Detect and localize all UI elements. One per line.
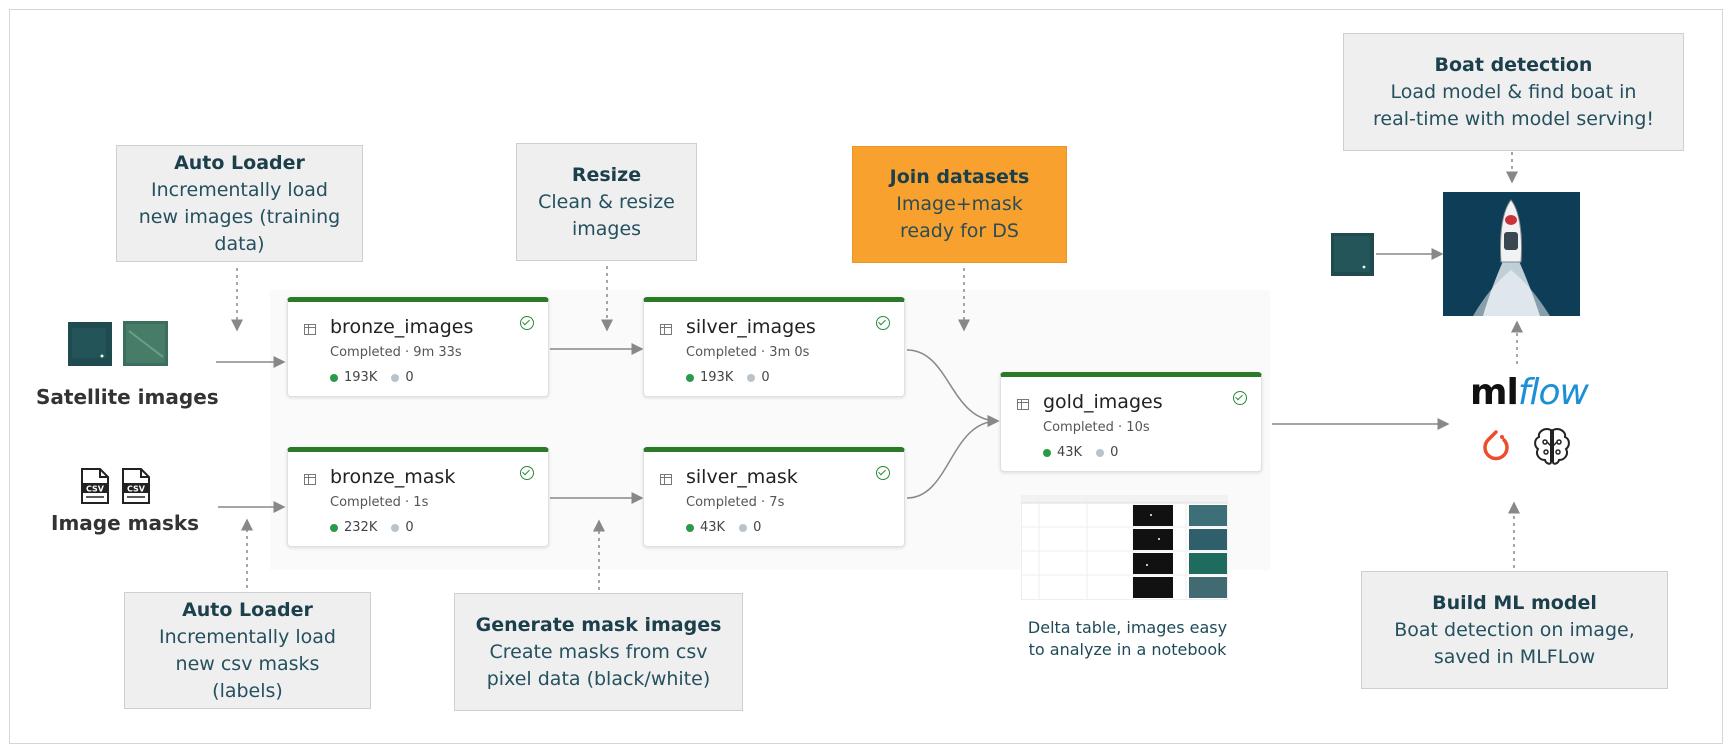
table-icon	[660, 324, 672, 335]
dropped-count: 0	[405, 370, 414, 385]
note-auto-loader-images: Auto Loader Incrementally load new image…	[116, 145, 363, 262]
note-build-ml-model: Build ML model Boat detection on image, …	[1361, 571, 1668, 689]
image-masks-label: Image masks	[51, 511, 200, 535]
check-circle-icon	[520, 316, 534, 330]
check-circle-icon	[520, 466, 534, 480]
rows-dot-icon	[330, 523, 338, 532]
arrow-silver-mask-to-gold	[906, 415, 1000, 499]
note-resize: Resize Clean & resize images	[516, 143, 697, 261]
table-stats: 43K 0	[1043, 445, 1118, 460]
svg-text:CSV: CSV	[86, 485, 105, 494]
rows-dot-icon	[686, 523, 694, 532]
table-stats: 193K 0	[330, 370, 414, 385]
rows-dot-icon	[330, 373, 338, 382]
note-title: Boat detection	[1434, 53, 1593, 76]
rows-count: 232K	[344, 520, 378, 535]
note-join-datasets: Join datasets Image+mask ready for DS	[852, 146, 1067, 263]
table-icon	[304, 474, 316, 485]
small-satellite-image	[1331, 233, 1374, 276]
dropped-count: 0	[761, 370, 770, 385]
satellite-thumbnail-2	[123, 321, 168, 366]
table-card-bronze-mask[interactable]: bronze_mask Completed · 1s 232K 0	[287, 447, 549, 547]
table-name: bronze_mask	[330, 466, 456, 488]
dropped-count: 0	[1110, 445, 1119, 460]
note-auto-loader-masks: Auto Loader Incrementally load new csv m…	[124, 592, 371, 709]
table-stats: 232K 0	[330, 520, 414, 535]
table-name: bronze_images	[330, 316, 474, 338]
table-status: Completed · 7s	[686, 495, 785, 510]
note-title: Generate mask images	[475, 613, 722, 636]
rows-dot-icon	[686, 373, 694, 382]
table-card-bronze-images[interactable]: bronze_images Completed · 9m 33s 193K 0	[287, 297, 549, 397]
satellite-images-label: Satellite images	[36, 385, 219, 409]
dropped-dot-icon	[391, 523, 400, 532]
note-title: Auto Loader	[174, 151, 305, 174]
brain-icon	[1534, 428, 1570, 465]
table-status: Completed · 10s	[1043, 420, 1150, 435]
mlflow-logo: mlflow	[1470, 372, 1589, 413]
note-title: Join datasets	[889, 166, 1030, 188]
table-name: silver_images	[686, 316, 816, 338]
table-name: silver_mask	[686, 466, 798, 488]
rows-count: 43K	[700, 520, 726, 535]
csv-file-icon: CSV	[121, 468, 151, 504]
mlflow-logo-ml: ml	[1470, 372, 1519, 413]
dropped-dot-icon	[739, 523, 748, 532]
delta-table-caption: Delta table, images easy to analyze in a…	[1027, 618, 1228, 659]
rows-count: 193K	[700, 370, 734, 385]
check-circle-icon	[876, 316, 890, 330]
table-status: Completed · 9m 33s	[330, 345, 462, 360]
note-body: Create masks from csv pixel data (black/…	[486, 640, 711, 690]
check-circle-icon	[876, 466, 890, 480]
rows-count: 43K	[1057, 445, 1083, 460]
note-title: Resize	[571, 163, 642, 186]
dropped-dot-icon	[391, 373, 400, 382]
note-body-line1: Load model & find boat in	[1390, 80, 1637, 103]
note-body: Incrementally load new images (training …	[138, 178, 341, 255]
satellite-thumbnail-1	[68, 322, 112, 366]
dropped-count: 0	[405, 520, 414, 535]
table-stats: 43K 0	[686, 520, 761, 535]
note-title: Build ML model	[1432, 591, 1597, 614]
table-status: Completed · 1s	[330, 495, 429, 510]
table-card-silver-images[interactable]: silver_images Completed · 3m 0s 193K 0	[643, 297, 905, 397]
check-circle-icon	[1233, 391, 1247, 405]
svg-text:CSV: CSV	[127, 485, 146, 494]
note-body: Image+mask ready for DS	[896, 193, 1023, 242]
note-boat-detection: Boat detection Load model & find boat in…	[1343, 33, 1684, 151]
note-title: Auto Loader	[182, 598, 313, 621]
dropped-dot-icon	[1096, 448, 1105, 457]
table-icon	[660, 474, 672, 485]
table-card-gold-images[interactable]: gold_images Completed · 10s 43K 0	[1000, 372, 1262, 472]
rows-dot-icon	[1043, 448, 1051, 457]
table-stats: 193K 0	[686, 370, 770, 385]
table-icon	[1017, 399, 1029, 410]
arrow-silver-images-to-gold	[906, 349, 1000, 427]
rows-count: 193K	[344, 370, 378, 385]
note-body-line2: real-time with model serving!	[1372, 107, 1655, 130]
pytorch-icon	[1483, 430, 1509, 461]
note-generate-mask-images: Generate mask images Create masks from c…	[454, 593, 743, 711]
table-name: gold_images	[1043, 391, 1163, 413]
table-card-silver-mask[interactable]: silver_mask Completed · 7s 43K 0	[643, 447, 905, 547]
dropped-count: 0	[753, 520, 762, 535]
note-body: Clean & resize images	[538, 190, 675, 240]
dropped-dot-icon	[747, 373, 756, 382]
csv-file-icon: CSV	[80, 468, 110, 504]
table-icon	[304, 324, 316, 335]
boat-image	[1443, 192, 1580, 316]
note-body: Boat detection on image, saved in MLFLow	[1394, 618, 1635, 668]
mlflow-logo-flow: flow	[1517, 372, 1589, 413]
note-body: Incrementally load new csv masks (labels…	[159, 625, 336, 702]
table-status: Completed · 3m 0s	[686, 345, 810, 360]
delta-table-preview	[1021, 495, 1228, 600]
